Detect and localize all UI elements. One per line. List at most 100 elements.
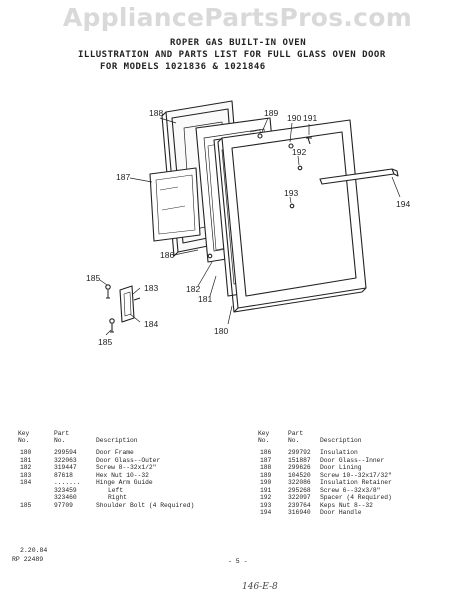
part-description: Screw 10--32x17/32" [320, 471, 392, 479]
part-description: Spacer (4 Required) [320, 494, 392, 501]
part-description: Shoulder Bolt (4 Required) [96, 501, 195, 509]
header-part-no: No. [54, 437, 66, 444]
part-number: 319447 [54, 464, 77, 471]
part-description: Screw 8--32x1/2" [96, 464, 157, 471]
nut-193-drawing [289, 203, 295, 209]
callout-182: 182 [186, 284, 200, 294]
header-part-no: No. [288, 437, 300, 444]
parts-row: 191 295268 Screw 6--32x3/8" [250, 487, 450, 495]
footer-date: 2.20.84 [20, 547, 48, 554]
part-number: 322086 [288, 479, 311, 486]
header-key: Key [18, 430, 30, 437]
part-key: 193 [260, 501, 272, 509]
part-description: Door Glass--Inner [320, 456, 385, 464]
title-line-3: FOR MODELS 1021836 & 1021846 [100, 62, 266, 72]
header-key-no: No. [258, 437, 270, 444]
parts-row: 182 319447 Screw 8--32x1/2" [10, 464, 210, 472]
callout-181: 181 [198, 294, 212, 304]
part-number: 299792 [288, 449, 311, 456]
parts-row: 323459 Left [10, 487, 210, 495]
callout-189: 189 [264, 108, 278, 118]
part-description: Hex Nut 10--32 [96, 471, 149, 479]
parts-row: 183 87618 Hex Nut 10--32 [10, 472, 210, 480]
parts-row: 187 151887 Door Glass--Inner [250, 457, 450, 465]
part-key: 191 [260, 486, 272, 494]
part-key: 194 [260, 509, 272, 516]
page-number: - 5 - [228, 558, 248, 565]
part-number: ....... [54, 479, 81, 486]
part-number: 322063 [54, 456, 77, 464]
parts-row: 194 316940 Door Handle [250, 509, 450, 517]
part-key: 185 [20, 501, 32, 509]
hinge-parts-drawing [105, 284, 141, 333]
callout-188: 188 [149, 108, 163, 118]
header-key-no: No. [18, 437, 30, 444]
part-key: 183 [20, 471, 32, 479]
part-description: Door Glass--Outer [96, 456, 161, 464]
parts-row: 323460 Right [10, 494, 210, 502]
parts-row: 188 299626 Door Lining [250, 464, 450, 472]
callout-192: 192 [292, 147, 306, 157]
parts-list-left: Key No. Part No. Description 180 299594 … [10, 430, 225, 520]
callout-193: 193 [284, 188, 298, 198]
parts-row: 186 299792 Insulation [250, 449, 450, 457]
callout-186: 186 [160, 250, 174, 260]
callout-185-top: 185 [86, 273, 100, 283]
part-description: Insulation Retainer [320, 479, 392, 486]
part-description: Right [108, 494, 127, 501]
parts-row: 190 322086 Insulation Retainer [250, 479, 450, 487]
callout-191: 191 [303, 113, 317, 123]
part-key: 192 [260, 494, 272, 501]
part-number: 87618 [54, 471, 73, 479]
parts-row: 181 322063 Door Glass--Outer [10, 457, 210, 465]
part-description: Hinge Arm Guide [96, 479, 153, 486]
part-description: Left [108, 486, 124, 494]
callout-185-bottom: 185 [98, 337, 112, 347]
part-number: 295268 [288, 486, 311, 494]
screw-182-drawing [207, 253, 213, 259]
title-line-2: ILLUSTRATION AND PARTS LIST FOR FULL GLA… [78, 50, 386, 60]
part-key: 188 [260, 464, 272, 471]
part-number: 323459 [54, 486, 77, 494]
part-description: Screw 6--32x3/8" [320, 486, 381, 494]
part-key: 180 [20, 449, 32, 456]
inner-glass-drawing [149, 167, 201, 242]
part-key: 181 [20, 456, 32, 464]
part-description: Keps Nut 8--32 [320, 501, 373, 509]
parts-row: 185 97709 Shoulder Bolt (4 Required) [10, 502, 210, 510]
screw-191-drawing [306, 137, 312, 145]
callout-194: 194 [396, 199, 410, 209]
part-description: Door Handle [320, 509, 362, 516]
callout-190: 190 [287, 113, 301, 123]
part-description: Insulation [320, 449, 358, 456]
screw-189-drawing [257, 133, 263, 139]
header-part: Part [54, 430, 70, 437]
part-key: 182 [20, 464, 32, 471]
callout-183: 183 [144, 283, 158, 293]
callout-187: 187 [116, 172, 130, 182]
parts-row: 180 299594 Door Frame [10, 449, 210, 457]
part-number: 299626 [288, 464, 311, 471]
handwritten-note: 146-E-8 [242, 582, 278, 592]
part-number: 239764 [288, 501, 311, 509]
spacer-192-drawing [297, 165, 303, 171]
parts-row: 184 ....... Hinge Arm Guide [10, 479, 210, 487]
callout-180: 180 [214, 326, 228, 336]
part-key: 190 [260, 479, 272, 486]
part-number: 299594 [54, 449, 77, 456]
exploded-door-diagram: 188 187 186 185 183 184 185 182 181 180 … [86, 100, 410, 347]
parts-row: 189 104520 Screw 10--32x17/32" [250, 472, 450, 480]
part-number: 97709 [54, 501, 73, 509]
footer-rp-number: RP 22489 [12, 556, 44, 563]
door-handle-drawing [319, 168, 399, 185]
door-frame-drawing [217, 119, 367, 313]
part-number: 104520 [288, 471, 311, 479]
part-number: 323460 [54, 494, 77, 501]
part-key: 189 [260, 471, 272, 479]
parts-row: 193 239764 Keps Nut 8--32 [250, 502, 450, 510]
part-number: 151887 [288, 456, 311, 464]
part-key: 184 [20, 479, 32, 486]
part-description: Door Lining [320, 464, 362, 471]
header-description: Description [96, 437, 138, 444]
part-key: 186 [260, 449, 272, 456]
